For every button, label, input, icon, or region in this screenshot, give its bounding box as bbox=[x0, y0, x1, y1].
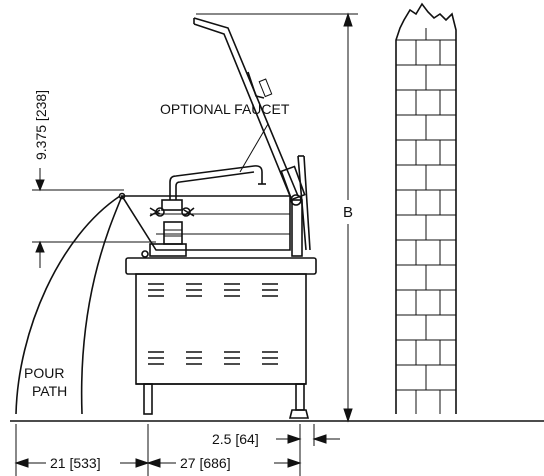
label-path: PATH bbox=[32, 383, 67, 399]
bottom-dimensions bbox=[14, 424, 340, 476]
dimension-21-label: 21 [533] bbox=[50, 455, 101, 471]
tilt-handle bbox=[193, 17, 311, 257]
dimension-27-label: 27 [686] bbox=[180, 455, 231, 471]
clearance-dimension-label: 2.5 [64] bbox=[212, 431, 259, 447]
cabinet-legs bbox=[143, 383, 310, 419]
label-pour: POUR bbox=[24, 365, 64, 381]
brick-wall bbox=[395, 2, 457, 414]
cabinet bbox=[125, 257, 317, 385]
louver-vents bbox=[148, 283, 278, 365]
height-dimension-b: B bbox=[196, 12, 358, 423]
optional-faucet bbox=[141, 123, 269, 258]
label-b: B bbox=[343, 204, 353, 221]
pour-path bbox=[15, 192, 126, 415]
vertical-dimension: 9.375 [238] bbox=[32, 90, 156, 268]
label-optional-faucet: OPTIONAL FAUCET bbox=[160, 101, 290, 117]
kettle-pan bbox=[120, 195, 291, 251]
vertical-dimension-label: 9.375 [238] bbox=[33, 90, 49, 160]
